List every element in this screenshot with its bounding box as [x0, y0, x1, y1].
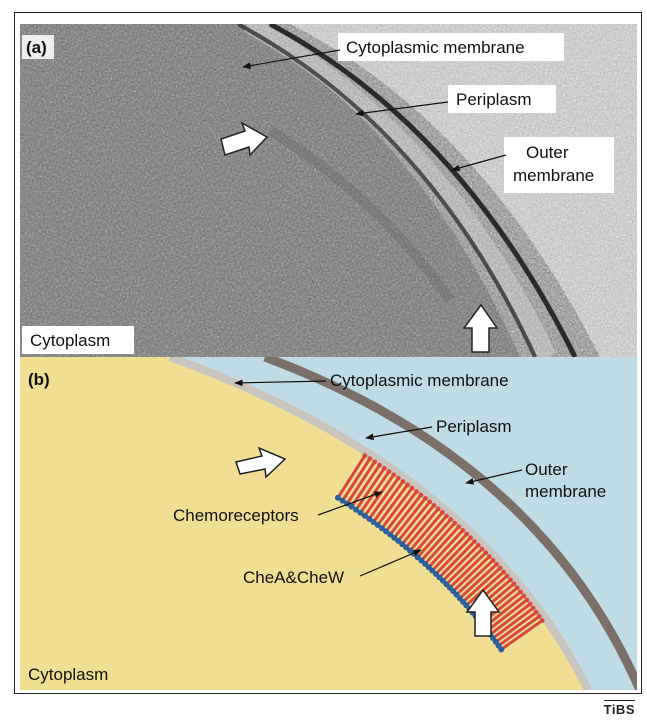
journal-logo-text: TiBS: [604, 702, 635, 717]
receptor-head: [464, 532, 469, 537]
receptor-head: [405, 482, 410, 487]
receptor-head: [521, 594, 526, 599]
receptor-head: [367, 456, 372, 461]
panel-a-periplasm-label: Periplasm: [456, 90, 532, 109]
panel-b-schematic: [20, 357, 640, 690]
receptor-head: [505, 574, 510, 579]
receptor-head: [401, 479, 406, 484]
receptor-head: [423, 496, 428, 501]
receptor-head: [418, 493, 423, 498]
receptor-head: [460, 528, 465, 533]
receptor-head: [427, 500, 432, 505]
receptor-head: [498, 566, 503, 571]
receptor-head: [518, 589, 523, 594]
receptor-head: [487, 554, 492, 559]
panel-a-outer-membrane-label-2: membrane: [513, 166, 594, 185]
receptor-head: [372, 460, 377, 465]
receptor-head: [531, 606, 536, 611]
receptor-head: [431, 503, 436, 508]
receptor-head: [524, 598, 529, 603]
chea-chew-unit: [498, 646, 504, 652]
panel-b-outer-membrane-label-1: Outer: [525, 460, 568, 479]
receptor-head: [483, 550, 488, 555]
receptor-head: [377, 463, 382, 468]
receptor-head: [494, 562, 499, 567]
receptor-head: [537, 614, 542, 619]
panel-a-cytoplasmic-membrane-label: Cytoplasmic membrane: [346, 38, 525, 57]
receptor-head: [540, 618, 545, 623]
panel-b-chea-chew-label: CheA&CheW: [243, 568, 344, 587]
panel-b-periplasm-label: Periplasm: [436, 417, 512, 436]
receptor-head: [387, 469, 392, 474]
receptor-head: [448, 517, 453, 522]
receptor-head: [440, 510, 445, 515]
journal-logo: TiBS: [604, 700, 635, 717]
receptor-head: [472, 539, 477, 544]
receptor-head: [534, 610, 539, 615]
receptor-head: [452, 521, 457, 526]
receptor-head: [480, 547, 485, 552]
panel-b-cytoplasm-label: Cytoplasm: [28, 665, 108, 684]
receptor-head: [410, 486, 415, 491]
panel-b-chemoreceptors-label: Chemoreceptors: [173, 506, 299, 525]
receptor-head: [468, 535, 473, 540]
receptor-head: [414, 489, 419, 494]
receptor-head: [476, 543, 481, 548]
panel-b-label: (b): [28, 370, 50, 389]
receptor-head: [491, 558, 496, 563]
panel-b-cytoplasmic-membrane-label: Cytoplasmic membrane: [330, 371, 509, 390]
receptor-head: [444, 514, 449, 519]
receptor-head: [456, 524, 461, 529]
receptor-head: [501, 570, 506, 575]
receptor-head: [391, 473, 396, 478]
receptor-head: [528, 602, 533, 607]
receptor-head: [396, 476, 401, 481]
panel-b-outer-membrane-label-2: membrane: [525, 482, 606, 501]
receptor-head: [515, 585, 520, 590]
receptor-head: [362, 453, 367, 458]
panel-a-cytoplasm-label: Cytoplasm: [30, 331, 110, 350]
receptor-head: [382, 466, 387, 471]
panel-a-label: (a): [26, 38, 47, 57]
receptor-head: [436, 507, 441, 512]
panel-a-outer-membrane-label-1: Outer: [526, 143, 569, 162]
receptor-head: [511, 581, 516, 586]
receptor-head: [508, 578, 513, 583]
